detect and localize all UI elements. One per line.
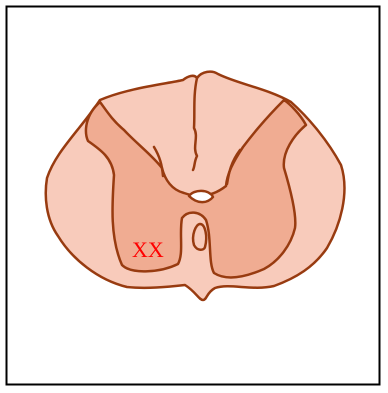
ventral-fissure	[193, 224, 206, 250]
region-marker-label: XX	[132, 237, 164, 262]
central-canal	[189, 191, 213, 202]
